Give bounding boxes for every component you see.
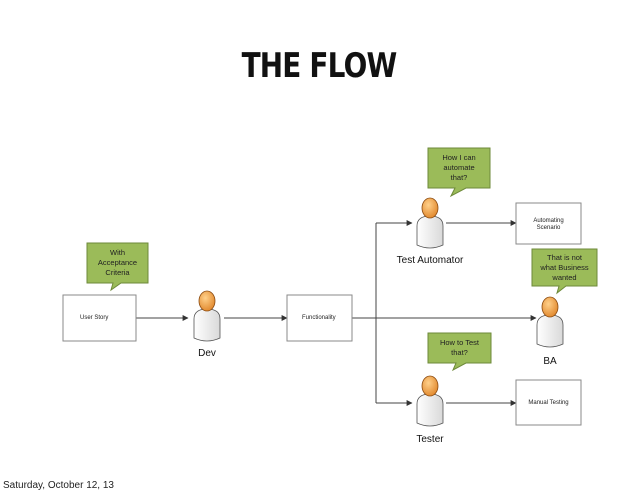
tester-person-icon xyxy=(416,375,444,427)
automate-bubble: How I can automate that? xyxy=(427,147,491,198)
manual-testing-box: Manual Testing xyxy=(515,379,582,426)
functionality-box: Functionality xyxy=(286,294,353,342)
svg-text:How I can: How I can xyxy=(442,153,475,162)
svg-text:That is not: That is not xyxy=(547,253,583,262)
not-wanted-bubble: That is not what Business wanted xyxy=(531,248,598,295)
dev-person-icon xyxy=(193,290,221,342)
svg-text:How to Test: How to Test xyxy=(440,338,480,347)
svg-text:wanted: wanted xyxy=(551,273,576,282)
ba-person-icon xyxy=(536,296,564,348)
svg-text:that?: that? xyxy=(451,348,468,357)
svg-text:Automating: Automating xyxy=(533,218,563,224)
svg-text:what Business: what Business xyxy=(539,263,589,272)
svg-text:With: With xyxy=(110,248,125,257)
acceptance-criteria-bubble: With Acceptance Criteria xyxy=(86,242,149,292)
svg-text:Manual Testing: Manual Testing xyxy=(528,400,568,406)
footer-date: Saturday, October 12, 13 xyxy=(3,480,114,491)
svg-text:User Story: User Story xyxy=(80,315,108,321)
svg-text:Scenario: Scenario xyxy=(537,225,561,231)
svg-text:Criteria: Criteria xyxy=(105,268,130,277)
automating-scenario-box: Automating Scenario xyxy=(515,202,582,245)
test-automator-label: Test Automator xyxy=(397,255,464,266)
svg-text:Functionality: Functionality xyxy=(302,315,336,321)
svg-text:that?: that? xyxy=(451,173,468,182)
dev-label: Dev xyxy=(198,348,216,359)
svg-text:automate: automate xyxy=(443,163,474,172)
ba-label: BA xyxy=(543,356,557,367)
how-to-test-bubble: How to Test that? xyxy=(427,332,492,372)
tester-label: Tester xyxy=(416,434,444,445)
test-automator-person-icon xyxy=(416,197,444,249)
slide-title: THE FLOW xyxy=(241,46,398,86)
user-story-box: User Story xyxy=(62,294,137,342)
svg-text:Acceptance: Acceptance xyxy=(98,258,137,267)
